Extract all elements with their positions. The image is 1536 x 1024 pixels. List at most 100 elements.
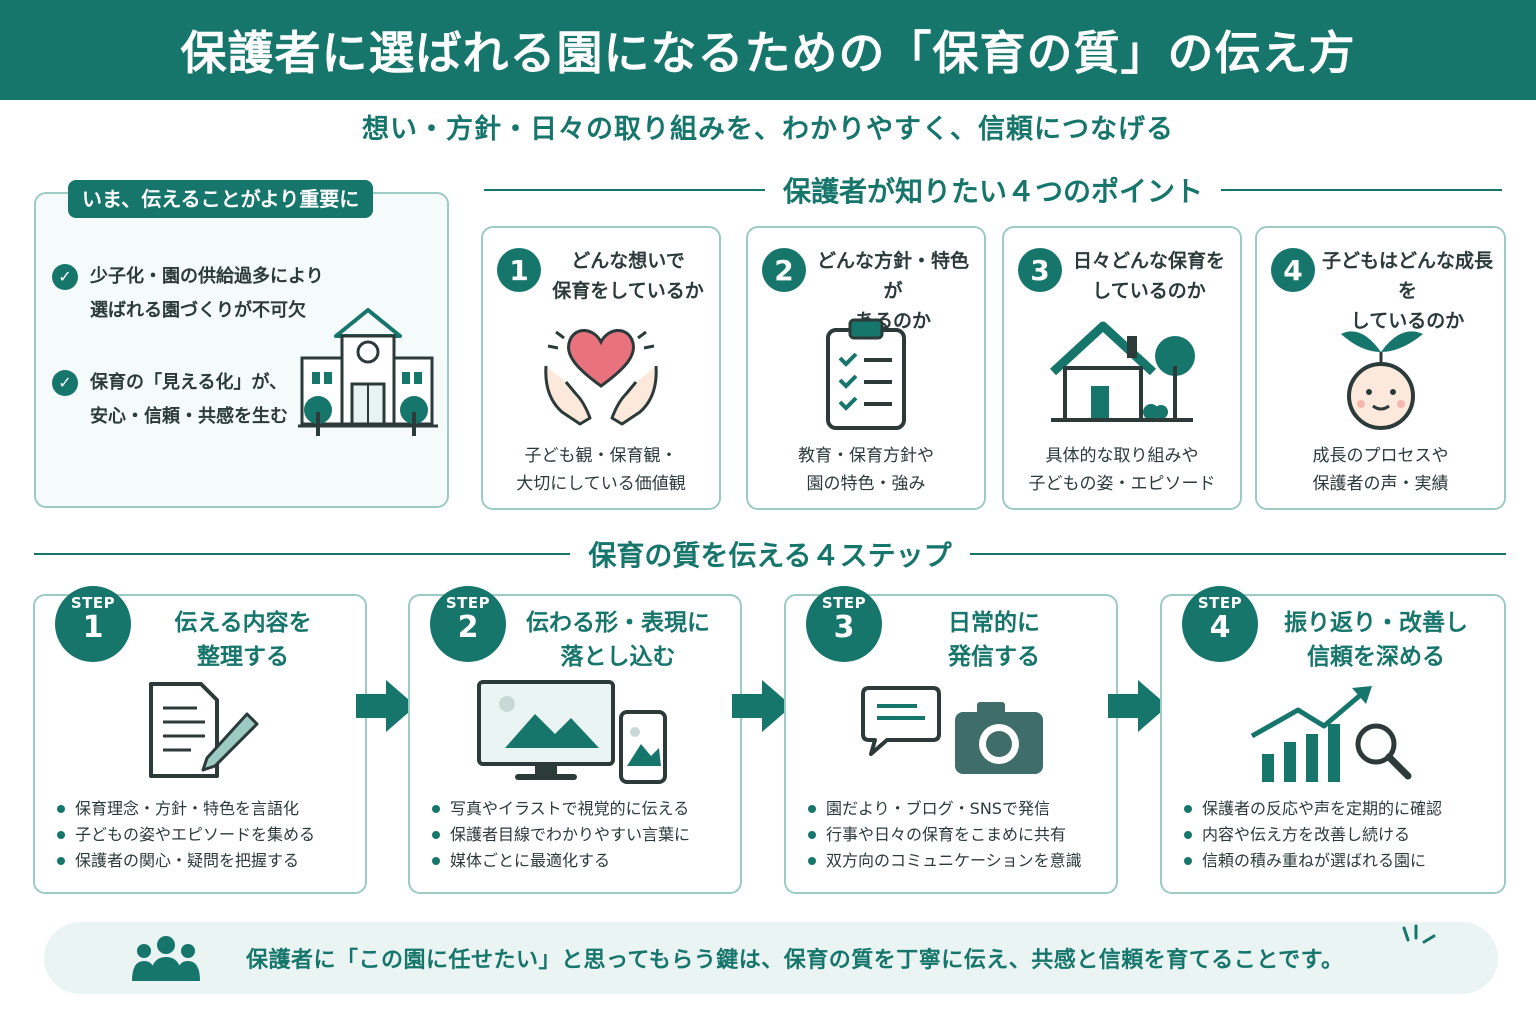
steps-heading-text: 保育の質を伝える４ステップ — [588, 539, 952, 572]
arrow-right-icon — [356, 680, 416, 732]
step-bullet: 園だより・ブログ・SNSで発信 — [808, 796, 1108, 822]
step-title-line: 整理する — [197, 644, 289, 670]
info-item: ✓ 少子化・園の供給過多により 選ばれる園づくりが不可欠 — [52, 260, 324, 328]
page-subtitle: 想い・方針・日々の取り組みを、わかりやすく、信頼につなげる — [362, 114, 1174, 145]
step-bullet: 信頼の積み重ねが選ばれる園に — [1184, 848, 1496, 874]
step-title-line: 伝える内容を — [174, 610, 312, 636]
arrow-right-icon — [1108, 680, 1168, 732]
step-bullet: 内容や伝え方を改善し続ける — [1184, 822, 1496, 848]
point-number: 4 — [1271, 248, 1315, 292]
point-title-line: しているのか — [1092, 280, 1206, 302]
step-title: 伝わる形・表現に 落とし込む — [510, 606, 726, 674]
arrow-right-icon — [732, 680, 792, 732]
info-line: 安心・信頼・共感を生む — [90, 406, 288, 427]
point-description: 具体的な取り組みや 子どもの姿・エピソード — [1004, 442, 1240, 498]
step-bullet: 保護者の関心・疑問を把握する — [57, 848, 357, 874]
points-heading-text: 保護者が知りたい４つのポイント — [783, 175, 1204, 208]
step-bullet: 保育理念・方針・特色を言語化 — [57, 796, 357, 822]
step-title-line: 日常的に — [948, 610, 1040, 636]
footer-banner: 保護者に「この園に任せたい」と思ってもらう鍵は、保育の質を丁寧に伝え、共感と信頼… — [44, 922, 1498, 994]
point-number: 3 — [1018, 248, 1062, 292]
point-desc-line: 子どもの姿・エピソード — [1028, 474, 1216, 494]
check-icon: ✓ — [52, 264, 78, 290]
step-title-line: 伝わる形・表現に — [526, 610, 710, 636]
step-title: 振り返り・改善し 信頼を深める — [1262, 606, 1490, 674]
point-title-line: しているのか — [1350, 310, 1465, 332]
step-bullet: 子どもの姿やエピソードを集める — [57, 822, 357, 848]
child-sprout-icon — [1340, 331, 1423, 430]
sparkle-lines-icon — [1402, 924, 1436, 944]
step-badge: STEP 2 — [430, 586, 506, 662]
info-line: 保育の「見える化」が、 — [90, 372, 288, 393]
point-description: 成長のプロセスや 保護者の声・実績 — [1257, 442, 1504, 498]
info-box: いま、伝えることがより重要に ✓ 少子化・園の供給過多により 選ばれる園づくりが… — [34, 180, 449, 508]
step-bullets: 保護者の反応や声を定期的に確認 内容や伝え方を改善し続ける 信頼の積み重ねが選ば… — [1184, 796, 1496, 874]
step-bullet: 写真やイラストで視覚的に伝える — [432, 796, 732, 822]
point-number: 2 — [762, 248, 806, 292]
point-title-line: どんな想いで — [571, 250, 685, 272]
point-description: 教育・保育方針や 園の特色・強み — [748, 442, 984, 498]
info-tag: いま、伝えることがより重要に — [68, 180, 374, 218]
document-pencil-icon — [149, 682, 259, 778]
step-number: 1 — [82, 610, 104, 645]
step-title-line: 落とし込む — [560, 644, 676, 670]
growth-chart-magnifier-icon — [1250, 686, 1412, 782]
step-title: 日常的に 発信する — [886, 606, 1102, 674]
point-desc-line: 子ども観・保育観・ — [524, 446, 678, 466]
point-title: どんな想いで 保育をしているか — [545, 246, 711, 306]
point-title-line: 日々どんな保育を — [1072, 250, 1225, 272]
step-bullet: 保護者の反応や声を定期的に確認 — [1184, 796, 1496, 822]
point-desc-line: 大切にしている価値観 — [516, 474, 686, 494]
step-title-line: 発信する — [948, 644, 1040, 670]
point-desc-line: 教育・保育方針や — [798, 446, 934, 466]
step-bullet: 媒体ごとに最適化する — [432, 848, 732, 874]
house-tree-icon — [1049, 321, 1195, 422]
step-badge: STEP 3 — [806, 586, 882, 662]
step-label: STEP — [1197, 594, 1243, 612]
point-title-line: 子どもはどんな成長を — [1321, 250, 1493, 302]
step-bullets: 園だより・ブログ・SNSで発信 行事や日々の保育をこまめに共有 双方向のコミュニ… — [808, 796, 1108, 874]
page-title: 保護者に選ばれる園になるための「保育の質」の伝え方 — [0, 0, 1536, 100]
step-title-line: 信頼を深める — [1307, 644, 1445, 670]
point-desc-line: 成長のプロセスや — [1312, 446, 1449, 466]
point-card: 3 日々どんな保育を しているのか 具体的な取り組みや 子どもの姿・エピソード — [1002, 226, 1242, 510]
point-card: 4 子どもはどんな成長を しているのか 成長のプロセスや 保護者の声・実績 — [1255, 226, 1506, 510]
point-desc-line: 具体的な取り組みや — [1045, 446, 1199, 466]
point-title: 子どもはどんな成長を しているのか — [1319, 246, 1496, 336]
point-title-line: 保育をしているか — [552, 280, 704, 302]
step-number: 3 — [833, 610, 855, 645]
step-label: STEP — [70, 594, 116, 612]
step-badge: STEP 4 — [1182, 586, 1258, 662]
heart-hands-icon — [544, 329, 658, 426]
steps-heading: 保育の質を伝える４ステップ — [34, 534, 1507, 574]
clipboard-checklist-icon — [826, 318, 906, 430]
step-bullets: 保育理念・方針・特色を言語化 子どもの姿やエピソードを集める 保護者の関心・疑問… — [57, 796, 357, 874]
point-description: 子ども観・保育観・ 大切にしている価値観 — [483, 442, 719, 498]
step-number: 2 — [457, 610, 479, 645]
points-heading: 保護者が知りたい４つのポイント — [484, 170, 1503, 210]
step-card: STEP 4 振り返り・改善し 信頼を深める 保護者の反応や声を定期的に確認 内… — [1160, 586, 1506, 894]
check-icon: ✓ — [52, 370, 78, 396]
info-line: 選ばれる園づくりが不可欠 — [90, 300, 306, 321]
point-card: 2 どんな方針・特色が あるのか 教育・保育方針や 園の特色・強み — [746, 226, 986, 510]
point-card: 1 どんな想いで 保育をしているか 子ども観・保育観・ 大切にしている価値観 — [481, 226, 721, 510]
step-card: STEP 1 伝える内容を 整理する 保育理念・方針・特色を言語化 子どもの姿や… — [33, 586, 367, 894]
info-item: ✓ 保育の「見える化」が、 安心・信頼・共感を生む — [52, 366, 288, 434]
step-bullet: 行事や日々の保育をこまめに共有 — [808, 822, 1108, 848]
step-label: STEP — [821, 594, 867, 612]
step-bullet: 双方向のコミュニケーションを意識 — [808, 848, 1108, 874]
info-line: 少子化・園の供給過多により — [90, 266, 324, 287]
step-badge: STEP 1 — [55, 586, 131, 662]
point-number: 1 — [497, 248, 541, 292]
people-group-icon — [132, 936, 200, 981]
step-card: STEP 3 日常的に 発信する 園だより・ブログ・SNSで発信 行事や日々の保… — [784, 586, 1118, 894]
step-label: STEP — [445, 594, 491, 612]
step-title-line: 振り返り・改善し — [1284, 610, 1468, 636]
school-building-icon — [298, 308, 438, 436]
step-number: 4 — [1209, 610, 1231, 645]
step-bullets: 写真やイラストで視覚的に伝える 保護者目線でわかりやすい言葉に 媒体ごとに最適化… — [432, 796, 732, 874]
footer-message: 保護者に「この園に任せたい」と思ってもらう鍵は、保育の質を丁寧に伝え、共感と信頼… — [246, 948, 1344, 973]
step-title: 伝える内容を 整理する — [135, 606, 351, 674]
chat-camera-icon — [861, 686, 1043, 774]
point-desc-line: 保護者の声・実績 — [1312, 474, 1449, 494]
